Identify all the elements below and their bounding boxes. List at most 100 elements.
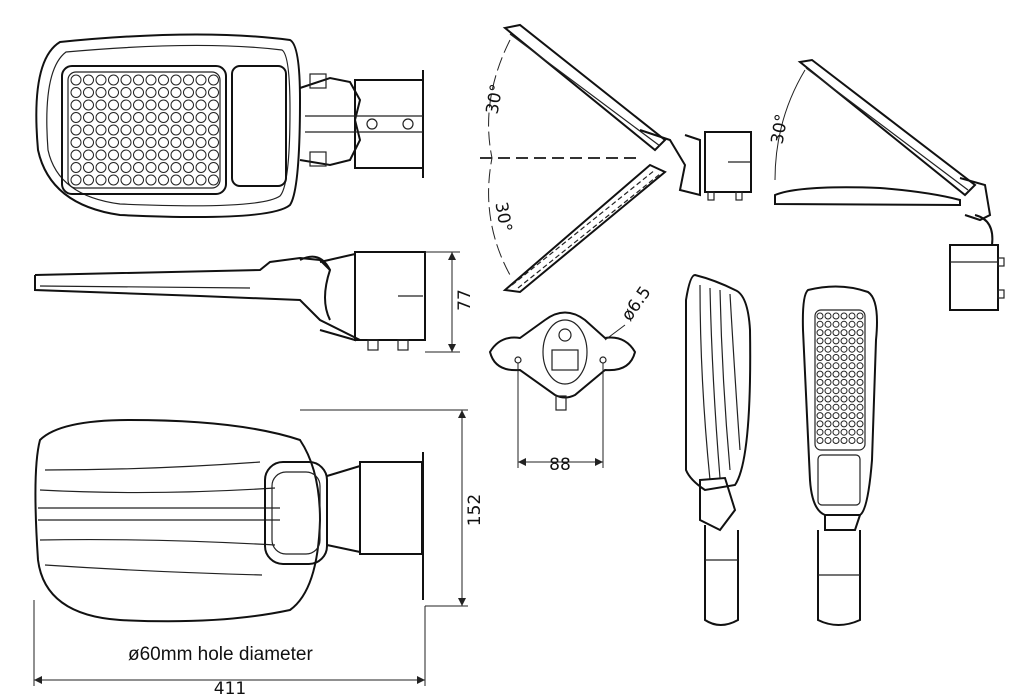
led (70, 149, 82, 161)
led (832, 312, 840, 320)
led (120, 74, 132, 86)
led (848, 437, 856, 444)
led (83, 162, 94, 173)
led (70, 124, 82, 136)
led (70, 112, 82, 123)
led (83, 87, 94, 98)
led (170, 112, 182, 123)
led (70, 74, 82, 86)
led (108, 137, 119, 148)
led (158, 162, 169, 173)
hole-diameter-caption: ø60mm hole diameter (128, 644, 313, 665)
led (195, 149, 207, 161)
back-view (33, 409, 468, 686)
led (856, 412, 864, 420)
led (120, 87, 132, 98)
led (848, 428, 856, 436)
led (840, 312, 848, 320)
led (195, 99, 207, 111)
led (840, 345, 848, 353)
height-dimension-label: 77 (455, 289, 475, 311)
led (120, 162, 132, 173)
led (83, 124, 94, 136)
led (145, 174, 157, 186)
led (208, 162, 219, 173)
led (848, 420, 856, 428)
led (856, 337, 864, 345)
led (832, 387, 840, 395)
led (95, 137, 107, 148)
bolt-hole-label: ø6.5 (618, 283, 656, 325)
led (108, 162, 119, 173)
led (824, 437, 832, 444)
led (824, 428, 832, 436)
led (145, 112, 157, 123)
led (816, 320, 824, 328)
led (158, 137, 169, 148)
led (83, 149, 94, 161)
led (848, 362, 856, 370)
led (848, 412, 856, 420)
led (824, 320, 832, 328)
led (824, 362, 832, 370)
led (840, 437, 848, 444)
led (120, 112, 132, 123)
side-view (34, 251, 460, 353)
led (824, 403, 832, 411)
led (816, 312, 824, 320)
led (816, 329, 824, 337)
led (108, 124, 119, 136)
led (145, 74, 157, 86)
led (195, 137, 207, 148)
led (183, 149, 194, 161)
led (824, 329, 832, 337)
led (824, 370, 832, 378)
led (856, 378, 864, 386)
led (108, 149, 119, 161)
led (208, 124, 219, 136)
led (70, 162, 82, 173)
led (856, 362, 864, 370)
led (170, 99, 182, 111)
tilt-down-label: 30° (490, 201, 515, 234)
led (120, 137, 132, 148)
led (848, 395, 856, 403)
led (824, 312, 832, 320)
led (120, 174, 132, 186)
led (840, 370, 848, 378)
led (832, 403, 840, 411)
led (816, 437, 824, 444)
led (816, 387, 824, 395)
led (170, 174, 182, 186)
led (183, 124, 194, 136)
led (158, 112, 169, 123)
led (856, 312, 864, 320)
led (816, 378, 824, 386)
led (848, 345, 856, 353)
led (133, 87, 144, 98)
bracket-width-label: 88 (549, 455, 571, 475)
led (832, 395, 840, 403)
width-dimension-label: 152 (465, 494, 485, 526)
led (183, 112, 194, 123)
led (208, 174, 219, 186)
led (832, 412, 840, 420)
led (158, 74, 169, 86)
led (856, 370, 864, 378)
led (170, 87, 182, 98)
led (816, 403, 824, 411)
led (83, 74, 94, 86)
led (840, 395, 848, 403)
led (83, 174, 94, 186)
tilt-view-up (774, 58, 1005, 311)
led (816, 428, 824, 436)
led (832, 370, 840, 378)
led (133, 112, 144, 123)
led (133, 74, 144, 86)
led (208, 74, 219, 86)
led (183, 137, 194, 148)
led (133, 99, 144, 111)
led (183, 87, 194, 98)
end-view (488, 311, 637, 468)
led (145, 162, 157, 173)
